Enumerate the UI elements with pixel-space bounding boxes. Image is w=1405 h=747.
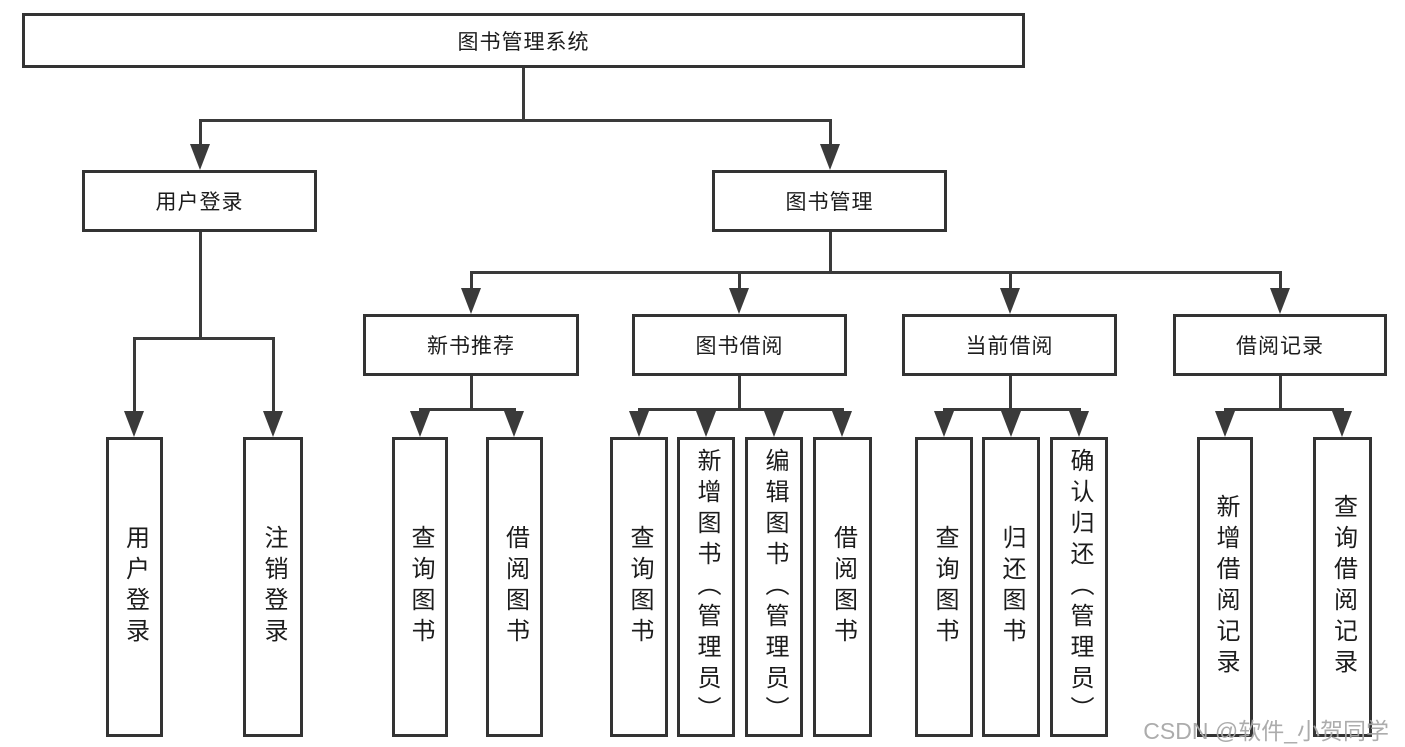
connector-arrowhead-icon [504,411,524,437]
connector-arrow-stem [198,120,202,150]
node-label-user-login-leaf: 用户登录 [121,525,149,649]
node-nb-query-books: 查询图书 [392,437,448,737]
connector-arrowhead-icon [764,411,784,437]
node-bb-add-books-admin: 新增图书（管理员） [677,437,735,737]
node-label-root: 图书管理系统 [457,30,590,54]
node-cb-confirm-return-admin: 确认归还（管理员） [1050,437,1108,737]
connector-line [1223,407,1344,411]
node-label-book-mgmt: 图书管理 [785,191,874,214]
node-br-add-record: 新增借阅记录 [1197,437,1253,737]
node-current-borrow: 当前借阅 [902,314,1117,376]
node-label-cb-confirm-return-admin: 确认归还（管理员） [1066,447,1093,727]
node-user-login: 用户登录 [82,170,317,232]
node-br-query-record: 查询借阅记录 [1313,437,1372,737]
connector-line [521,68,525,120]
node-label-bb-add-books-admin: 新增图书（管理员） [693,447,720,727]
connector-arrowhead-icon [410,411,430,437]
node-book-borrow: 图书借阅 [632,314,847,376]
node-label-br-query-record: 查询借阅记录 [1329,494,1357,680]
connector-arrow-stem [132,338,136,417]
node-label-cb-return-books: 归还图书 [998,525,1025,649]
node-nb-borrow-books: 借阅图书 [486,437,543,737]
node-logout-leaf: 注销登录 [243,437,303,737]
node-user-login-leaf: 用户登录 [106,437,163,737]
connector-arrowhead-icon [190,144,210,170]
connector-arrowhead-icon [629,411,649,437]
node-bb-borrow-books: 借阅图书 [813,437,872,737]
node-borrow-record: 借阅记录 [1173,314,1387,376]
node-label-book-borrow: 图书借阅 [695,335,784,358]
connector-arrowhead-icon [1270,288,1290,314]
csdn-watermark: CSDN @软件_小贺同学 [1143,718,1389,744]
connector-arrowhead-icon [729,288,749,314]
node-root: 图书管理系统 [22,13,1025,68]
node-label-bb-edit-books-admin: 编辑图书（管理员） [761,447,788,727]
connector-line [1278,376,1282,409]
connector-arrow-stem [828,120,832,150]
connector-line [1008,376,1012,409]
connector-line [828,232,832,272]
connector-line [737,376,741,409]
node-new-book-recommend: 新书推荐 [363,314,579,376]
node-cb-return-books: 归还图书 [982,437,1040,737]
connector-arrowhead-icon [1001,411,1021,437]
connector-line [637,407,844,411]
connector-arrowhead-icon [696,411,716,437]
node-label-nb-query-books: 查询图书 [407,525,434,649]
connector-line [469,376,473,409]
connector-arrow-stem [469,272,473,294]
connector-arrowhead-icon [1069,411,1089,437]
node-label-cb-query-books: 查询图书 [931,525,958,649]
node-label-nb-borrow-books: 借阅图书 [501,525,529,649]
connector-arrow-stem [271,338,275,417]
node-bb-edit-books-admin: 编辑图书（管理员） [745,437,803,737]
connector-line [198,232,202,338]
connector-arrowhead-icon [263,411,283,437]
node-label-borrow-record: 借阅记录 [1236,335,1324,358]
connector-arrowhead-icon [124,411,144,437]
connector-arrowhead-icon [934,411,954,437]
node-book-mgmt: 图书管理 [712,170,947,232]
connector-arrow-stem [1008,272,1012,294]
connector-arrow-stem [737,272,741,294]
connector-arrow-stem [1278,272,1282,294]
node-label-bb-borrow-books: 借阅图书 [829,525,857,649]
connector-line [469,270,1282,274]
connector-arrowhead-icon [832,411,852,437]
connector-line [132,336,275,340]
node-cb-query-books: 查询图书 [915,437,973,737]
node-label-new-book-recommend: 新书推荐 [427,335,515,358]
node-bb-query-books: 查询图书 [610,437,668,737]
connector-arrowhead-icon [1215,411,1235,437]
connector-arrowhead-icon [1000,288,1020,314]
node-label-user-login: 用户登录 [155,191,244,214]
node-label-current-borrow: 当前借阅 [965,335,1054,358]
connector-line [198,118,832,122]
connector-line [418,407,516,411]
node-label-bb-query-books: 查询图书 [626,525,653,649]
connector-arrowhead-icon [820,144,840,170]
connector-arrowhead-icon [461,288,481,314]
node-label-logout-leaf: 注销登录 [260,525,287,649]
connector-arrowhead-icon [1332,411,1352,437]
node-label-br-add-record: 新增借阅记录 [1212,494,1239,680]
